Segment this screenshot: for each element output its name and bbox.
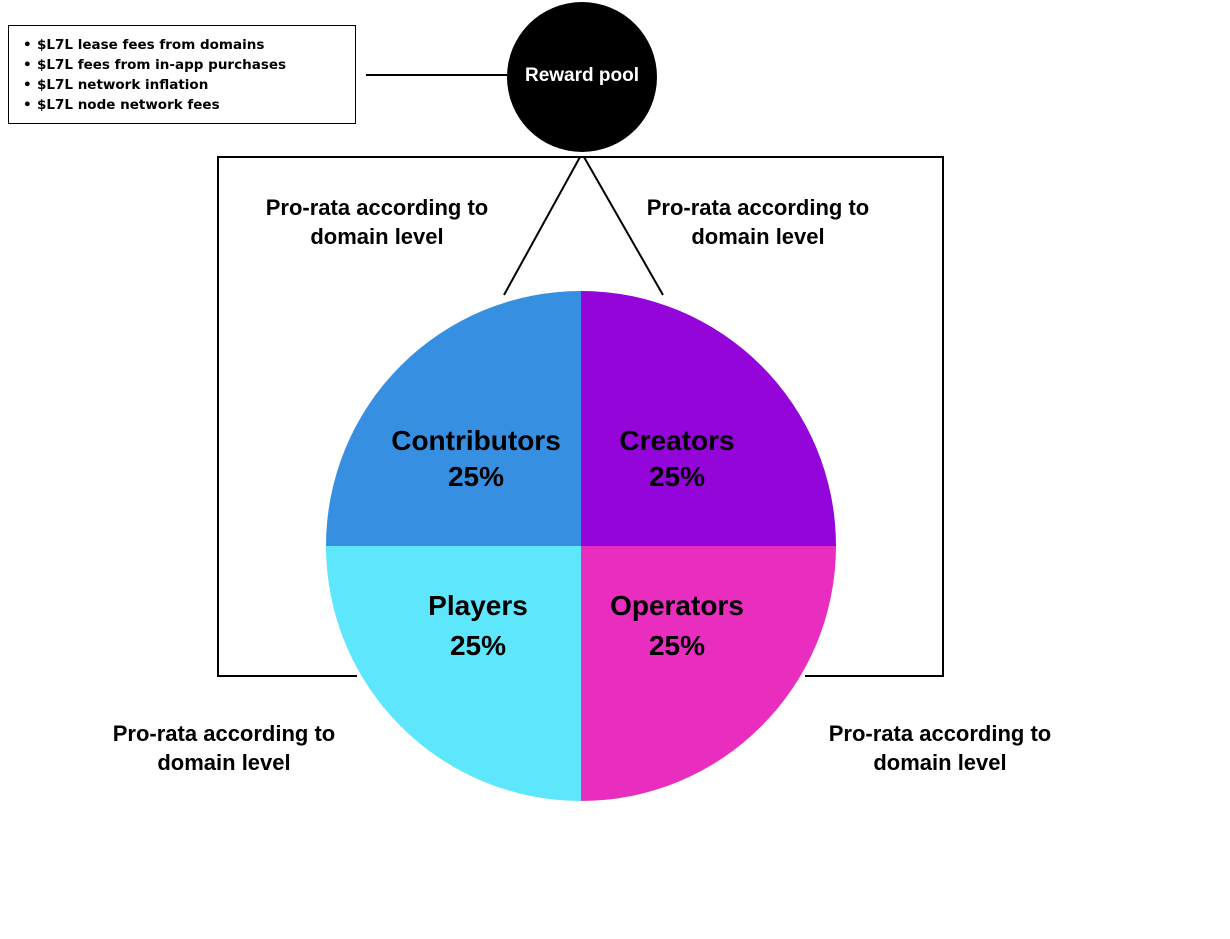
rule-label-bottom-right: Pro-rata according to domain level [828, 721, 1052, 775]
reward-pool-circle [507, 2, 657, 152]
segment-value: 25% [447, 461, 505, 492]
rule-label-top-right: Pro-rata according to domain level [646, 195, 870, 249]
segment-value: 25% [449, 630, 507, 661]
reward-source-item: •$L7L node network fees [23, 97, 220, 113]
pie-slice-players [326, 546, 581, 801]
segment-name: Operators [610, 590, 744, 621]
segment-value: 25% [648, 630, 706, 661]
segment-name: Players [428, 590, 528, 621]
bullet-icon: • [23, 37, 32, 53]
bullet-icon: • [23, 97, 32, 113]
bullet-icon: • [23, 77, 32, 93]
segment-label-contributors: Contributors 25% [366, 423, 586, 495]
split-line-left [503, 156, 581, 296]
distribution-frame [217, 156, 944, 677]
pie-chart [326, 291, 836, 801]
reward-source-item: •$L7L fees from in-app purchases [23, 57, 287, 73]
reward-sources-list: •$L7L lease fees from domains •$L7L fees… [23, 35, 355, 115]
segment-label-operators: Operators 25% [567, 588, 787, 664]
segment-label-players: Players 25% [368, 588, 588, 664]
segment-name: Contributors [391, 425, 561, 456]
pie-slice-contributors [326, 291, 581, 546]
reward-sources-box: •$L7L lease fees from domains •$L7L fees… [8, 25, 356, 124]
segment-value: 25% [648, 461, 706, 492]
rule-label-bottom-left: Pro-rata according to domain level [112, 721, 336, 775]
rule-label-top-left: Pro-rata according to domain level [265, 195, 489, 249]
reward-source-item: •$L7L lease fees from domains [23, 37, 265, 53]
pie-slice-creators [581, 291, 836, 546]
split-line-right [583, 156, 664, 296]
segment-label-creators: Creators 25% [567, 423, 787, 495]
segment-name: Creators [619, 425, 735, 456]
reward-pool-label: Reward pool [524, 65, 639, 86]
pie-slice-operators [581, 546, 836, 801]
bullet-icon: • [23, 57, 32, 73]
reward-source-item: •$L7L network inflation [23, 77, 209, 93]
